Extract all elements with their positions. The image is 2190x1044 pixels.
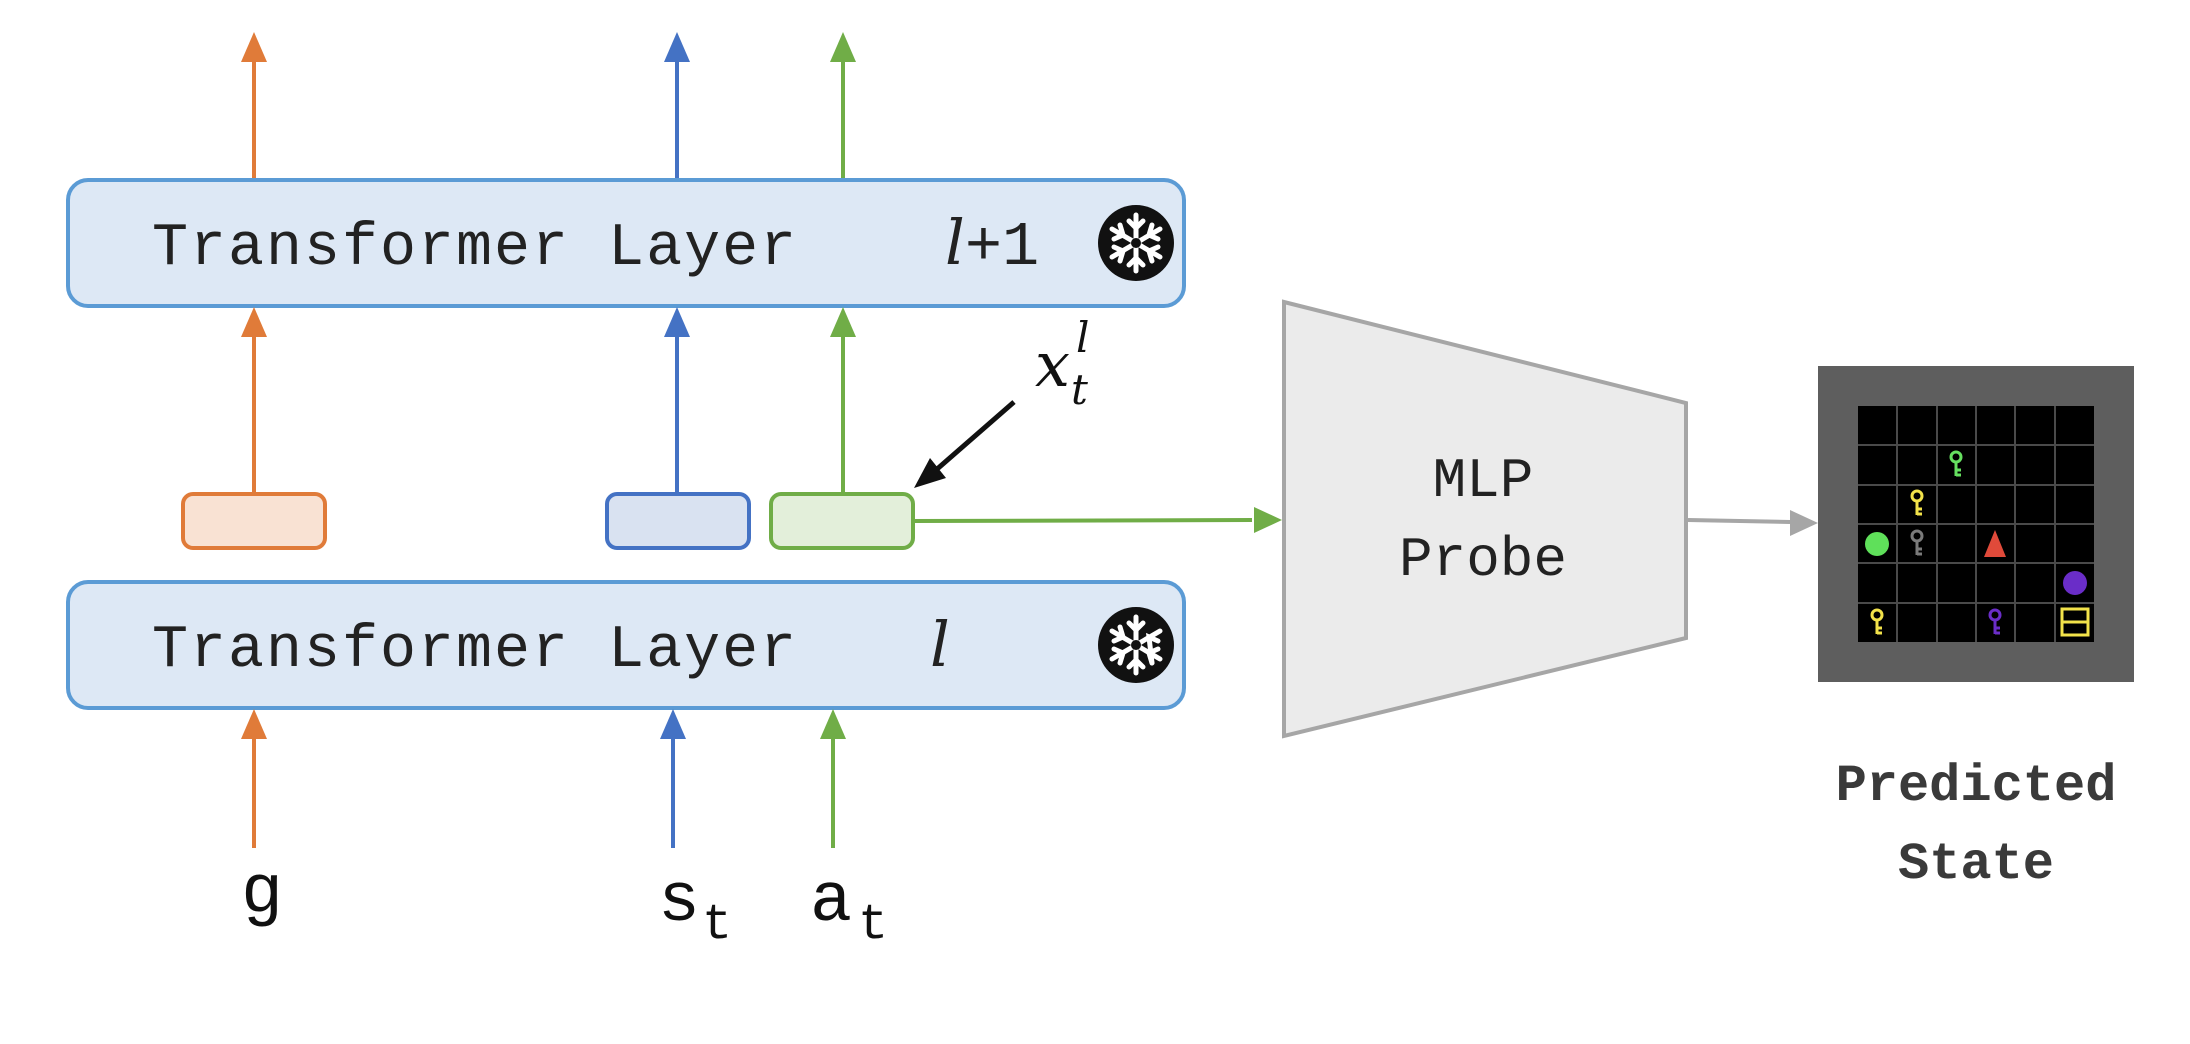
key-green-icon: [1949, 450, 1963, 477]
state-label: s: [658, 863, 700, 942]
hidden-state-pointer: [934, 400, 1016, 472]
layer-top-label: Transformer Layer: [152, 215, 798, 283]
predicted-state-caption: Predicted State: [1836, 757, 2117, 894]
agent-triangle-icon: [1984, 530, 2006, 557]
input-arrows: [241, 709, 846, 848]
mlp-probe-line2: Probe: [1399, 528, 1567, 592]
ball-purple-icon: [2063, 571, 2087, 595]
action-input-arrowhead: [820, 709, 846, 739]
mlp-probe-line1: MLP: [1433, 449, 1534, 513]
goal-token-box: [181, 492, 327, 550]
action-output-arrowhead: [830, 32, 856, 62]
hidden-state-annotation: x t l: [914, 313, 1089, 488]
output-arrows-top: [241, 32, 856, 178]
mlp-probe-shape: [1282, 299, 1688, 739]
state-input-arrowhead: [660, 709, 686, 739]
box-yellow-icon: [2060, 607, 2090, 637]
key-yellow-icon: [1910, 489, 1924, 516]
grid-lines: [1858, 406, 2094, 642]
token-boxes: [181, 492, 915, 550]
mlp-probe: MLP Probe: [1282, 299, 1688, 739]
input-labels: g s t a t: [241, 855, 888, 954]
goal-mid-arrowhead: [241, 307, 267, 337]
goal-label: g: [241, 855, 283, 934]
goal-output-arrowhead: [241, 32, 267, 62]
state-output-arrowhead: [664, 32, 690, 62]
action-token-box: [769, 492, 915, 550]
caption-line1: Predicted: [1836, 757, 2117, 816]
caption-line2: State: [1898, 835, 2054, 894]
key-gray-icon: [1910, 529, 1924, 556]
hidden-state-label: x: [1035, 328, 1070, 401]
state-token-box: [605, 492, 751, 550]
probe-output-arrow: [1687, 510, 1818, 536]
action-label: a: [810, 863, 852, 942]
middle-arrows: [241, 307, 856, 492]
layer-bottom-box: [66, 580, 1186, 710]
layer-top-box: [66, 178, 1186, 308]
transformer-layer-top: Transformer Layer l+1: [66, 178, 1186, 308]
hidden-state-pointer-head: [914, 458, 946, 488]
goal-input-arrowhead: [241, 709, 267, 739]
probe-input-arrow: [912, 507, 1282, 533]
ball-green-icon: [1865, 532, 1889, 556]
action-mid-arrowhead: [830, 307, 856, 337]
key-yellow-icon-2: [1870, 608, 1884, 635]
predicted-state-grid: [1818, 366, 2134, 682]
frozen-snowflake-icon-2: [1098, 607, 1174, 683]
state-label-sub: t: [702, 897, 732, 954]
layer-bottom-label: Transformer Layer: [152, 617, 798, 685]
transformer-layer-bottom: Transformer Layer l: [66, 580, 1186, 710]
action-label-sub: t: [858, 897, 888, 954]
frozen-snowflake-icon: [1098, 205, 1174, 281]
hidden-state-sup: l: [1076, 313, 1089, 362]
state-mid-arrowhead: [664, 307, 690, 337]
layer-top-index: l+1: [945, 206, 1039, 283]
hidden-state-sub: t: [1071, 365, 1088, 414]
key-purple-icon: [1988, 608, 2002, 635]
layer-bottom-index: l: [930, 608, 950, 681]
